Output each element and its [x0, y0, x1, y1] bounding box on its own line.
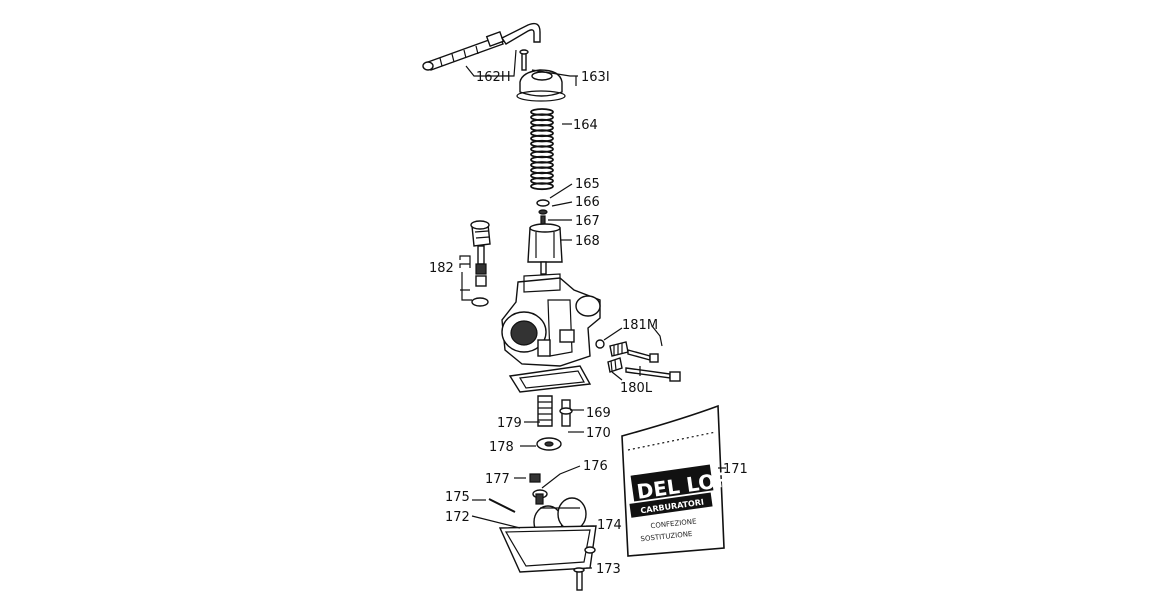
label-163I: 163I — [581, 70, 610, 85]
label-170: 170 — [586, 426, 611, 441]
leader-lines — [459, 49, 726, 569]
adjust-screws — [595, 339, 681, 382]
throttle-cable — [422, 22, 541, 71]
label-168: 168 — [575, 234, 600, 249]
label-182: 182 — [429, 261, 454, 276]
spring-coil — [530, 182, 554, 191]
jets — [537, 395, 573, 427]
float-needle — [529, 473, 548, 505]
bag-band — [629, 492, 713, 518]
label-171: 171 — [723, 462, 748, 477]
label-176: 176 — [583, 459, 608, 474]
carburetor-body — [501, 273, 601, 393]
label-177: 177 — [485, 472, 510, 487]
label-164: 164 — [573, 118, 598, 133]
label-175: 175 — [445, 490, 470, 505]
label-174: 174 — [597, 518, 622, 533]
label-173: 173 — [596, 562, 621, 577]
label-169: 169 — [586, 406, 611, 421]
throttle-slide — [527, 223, 563, 275]
spring — [530, 108, 554, 191]
washer — [536, 437, 562, 451]
carb-cap — [516, 49, 566, 102]
label-167: 167 — [575, 214, 600, 229]
label-179: 179 — [497, 416, 522, 431]
replacement-kit-bag: DEL LORTO CARBURATORI CONFEZIONE SOSTITU… — [621, 404, 762, 557]
float-bowl — [488, 497, 597, 591]
needle-parts — [536, 199, 550, 225]
label-165: 165 — [575, 177, 600, 192]
bag-logo — [630, 464, 714, 502]
label-166: 166 — [575, 195, 600, 210]
label-172: 172 — [445, 510, 470, 525]
label-181M: 181M — [622, 318, 658, 333]
choke-plunger — [470, 220, 491, 307]
label-162H: 162H — [476, 70, 511, 85]
label-178: 178 — [489, 440, 514, 455]
part-labels: 162H 163I 164 165 166 167 168 182 181M 1… — [429, 70, 748, 577]
label-180L: 180L — [620, 381, 653, 396]
